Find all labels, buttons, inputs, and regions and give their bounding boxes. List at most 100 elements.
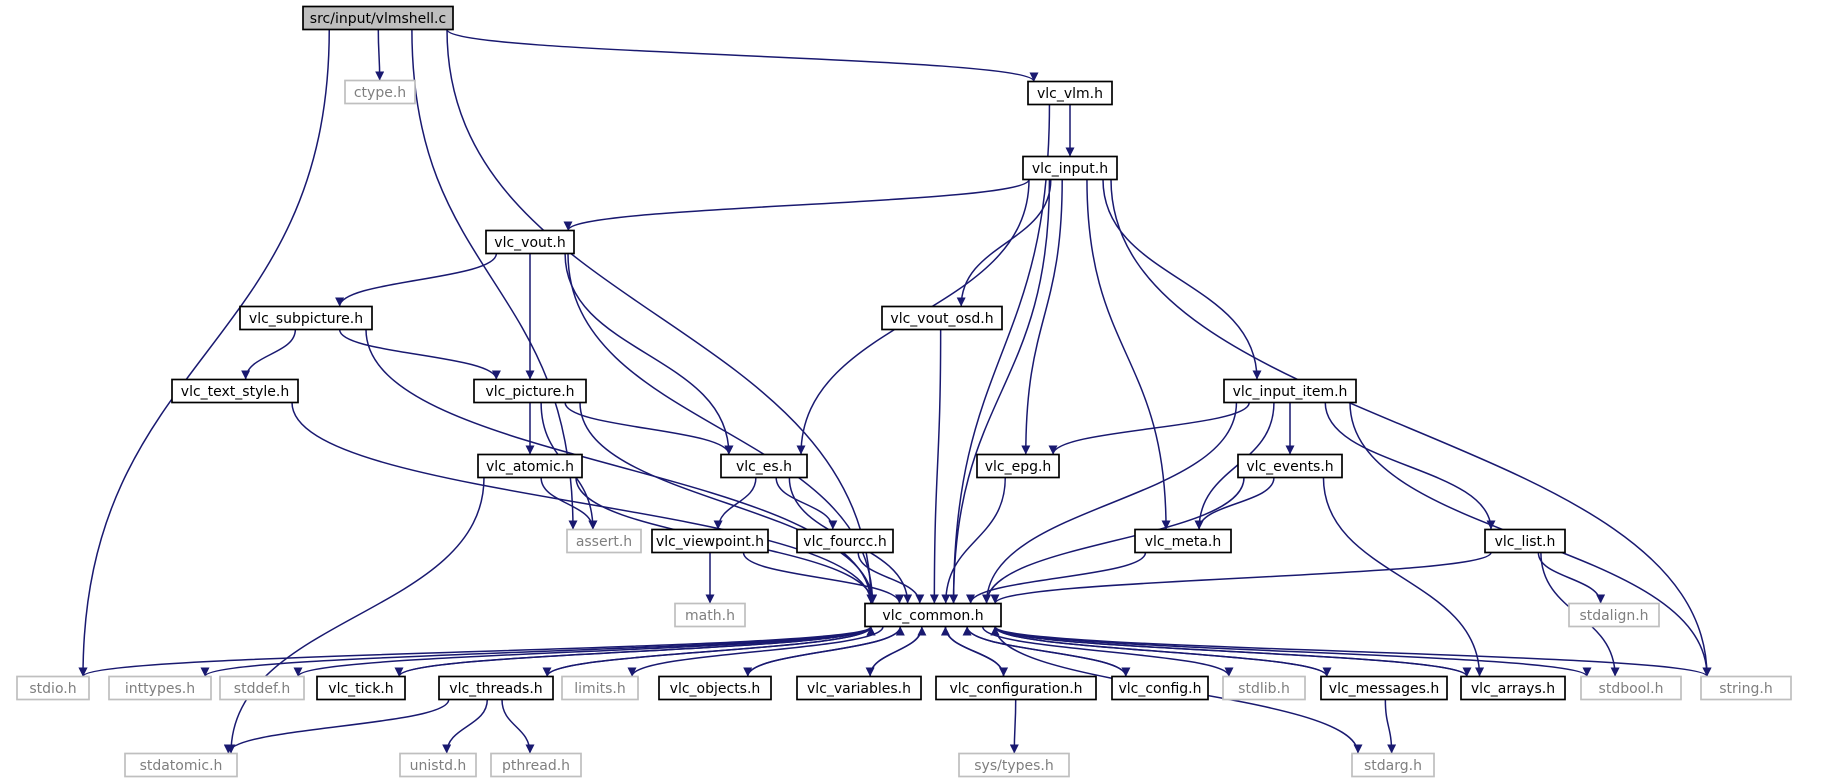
edge-vlc_common-to-stdbool	[994, 625, 1592, 678]
node-vlc_configuration[interactable]: vlc_configuration.h	[935, 675, 1097, 701]
node-box-vlc_epg[interactable]	[976, 453, 1060, 479]
node-label-stdatomic: stdatomic.h	[140, 758, 223, 774]
node-vlc_epg[interactable]: vlc_epg.h	[976, 453, 1060, 479]
node-vlc_common[interactable]: vlc_common.h	[864, 602, 1002, 628]
node-box-vlc_list[interactable]	[1484, 528, 1566, 554]
node-label-vlc_atomic: vlc_atomic.h	[486, 459, 574, 475]
edge-vlc_atomic-to-stdatomic	[226, 477, 485, 754]
node-vlc_vlm[interactable]: vlc_vlm.h	[1027, 80, 1113, 106]
node-stdatomic: stdatomic.h	[124, 752, 238, 778]
node-label-vlc_picture: vlc_picture.h	[485, 384, 574, 400]
node-box-vlc_atomic[interactable]	[477, 453, 583, 479]
edge-vlc_subpicture-to-vlc_picture	[338, 329, 501, 380]
node-vlc_subpicture[interactable]: vlc_subpicture.h	[239, 305, 373, 331]
node-box-vlc_common[interactable]	[864, 602, 1002, 628]
node-vlc_arrays[interactable]: vlc_arrays.h	[1460, 675, 1566, 701]
node-vlmshell[interactable]: src/input/vlmshell.c	[302, 5, 454, 31]
node-vlc_variables[interactable]: vlc_variables.h	[796, 675, 922, 701]
node-box-vlc_vout[interactable]	[485, 229, 575, 255]
edge-vlc_common-to-stdio	[78, 625, 872, 678]
node-box-sys_types	[958, 752, 1070, 778]
node-vlc_objects[interactable]: vlc_objects.h	[658, 675, 772, 701]
node-box-vlc_fourcc[interactable]	[796, 528, 894, 554]
edge-vlc_list-to-stdalign	[1537, 552, 1606, 604]
node-box-vlc_objects[interactable]	[658, 675, 772, 701]
node-vlc_config[interactable]: vlc_config.h	[1111, 675, 1209, 701]
node-vlc_viewpoint[interactable]: vlc_viewpoint.h	[651, 528, 769, 554]
edge-vlc_subpicture-to-vlc_text_style	[241, 329, 297, 380]
node-vlc_threads[interactable]: vlc_threads.h	[438, 675, 554, 701]
edge-vlc_vlm-to-vlc_common	[949, 104, 1051, 604]
node-box-vlc_arrays[interactable]	[1460, 675, 1566, 701]
node-label-vlc_text_style: vlc_text_style.h	[181, 384, 289, 400]
node-box-vlc_tick[interactable]	[316, 675, 406, 701]
node-assert: assert.h	[566, 528, 642, 554]
edge-vlc_es-to-vlc_fourcc	[775, 477, 838, 530]
node-vlc_events[interactable]: vlc_events.h	[1237, 453, 1343, 479]
edge-vlmshell-to-stdio	[78, 29, 330, 677]
node-box-stdlib	[1222, 675, 1306, 701]
node-pthread: pthread.h	[490, 752, 582, 778]
edge-vlc_es-to-vlc_viewpoint	[713, 477, 757, 530]
node-box-vlc_picture[interactable]	[473, 378, 587, 404]
node-box-vlc_events[interactable]	[1237, 453, 1343, 479]
edge-vlc_arrays-to-vlc_common	[990, 625, 1468, 678]
node-sys_types: sys/types.h	[958, 752, 1070, 778]
node-box-vlc_vout_osd[interactable]	[881, 305, 1003, 331]
node-label-stdio: stdio.h	[29, 681, 76, 697]
edge-vlc_common-to-stddef	[293, 625, 872, 678]
node-label-stdalign: stdalign.h	[1579, 608, 1648, 624]
edge-vlc_messages-to-vlc_common	[990, 626, 1328, 677]
edges-layer	[78, 28, 1712, 754]
node-stdio: stdio.h	[16, 675, 90, 701]
node-box-vlc_input_item[interactable]	[1223, 378, 1357, 404]
node-box-vlc_es[interactable]	[720, 453, 808, 479]
node-label-vlc_list: vlc_list.h	[1495, 534, 1556, 550]
node-label-stdbool: stdbool.h	[1599, 681, 1664, 697]
node-label-vlc_configuration: vlc_configuration.h	[949, 681, 1082, 697]
node-label-vlc_epg: vlc_epg.h	[985, 459, 1052, 475]
node-box-vlc_variables[interactable]	[796, 675, 922, 701]
node-vlc_input[interactable]: vlc_input.h	[1022, 155, 1118, 181]
node-box-vlc_viewpoint[interactable]	[651, 528, 769, 554]
edge-vlc_threads-to-stdatomic	[223, 699, 450, 754]
edge-vlc_input_item-to-vlc_epg	[1048, 402, 1250, 455]
node-vlc_tick[interactable]: vlc_tick.h	[316, 675, 406, 701]
node-label-stdlib: stdlib.h	[1238, 681, 1290, 697]
node-label-unistd: unistd.h	[410, 758, 467, 774]
node-vlc_atomic[interactable]: vlc_atomic.h	[477, 453, 583, 479]
node-label-vlc_threads: vlc_threads.h	[449, 681, 542, 697]
node-box-vlc_text_style[interactable]	[171, 378, 299, 404]
node-vlc_es[interactable]: vlc_es.h	[720, 453, 808, 479]
node-vlc_fourcc[interactable]: vlc_fourcc.h	[796, 528, 894, 554]
node-vlc_meta[interactable]: vlc_meta.h	[1134, 528, 1232, 554]
node-box-vlc_meta[interactable]	[1134, 528, 1232, 554]
edge-vlc_viewpoint-to-vlc_common	[742, 552, 904, 604]
edge-vlc_input_item-to-vlc_common	[982, 402, 1238, 604]
edge-vlc_picture-to-vlc_common	[579, 402, 878, 604]
node-box-vlc_vlm[interactable]	[1027, 80, 1113, 106]
edge-vlc_configuration-to-vlc_common	[940, 626, 1005, 677]
node-box-vlc_subpicture[interactable]	[239, 305, 373, 331]
node-vlc_vout[interactable]: vlc_vout.h	[485, 229, 575, 255]
node-vlc_input_item[interactable]: vlc_input_item.h	[1223, 378, 1357, 404]
edge-vlc_vout-to-vlc_subpicture	[335, 253, 498, 307]
node-vlc_messages[interactable]: vlc_messages.h	[1320, 675, 1448, 701]
node-box-vlc_configuration[interactable]	[935, 675, 1097, 701]
node-label-stdarg: stdarg.h	[1364, 758, 1422, 774]
node-vlc_vout_osd[interactable]: vlc_vout_osd.h	[881, 305, 1003, 331]
node-box-stdatomic	[124, 752, 238, 778]
edge-vlc_events-to-vlc_meta	[1194, 477, 1275, 530]
node-box-vlc_config[interactable]	[1111, 675, 1209, 701]
edge-vlc_events-to-vlc_arrays	[1322, 477, 1485, 677]
node-box-vlmshell[interactable]	[302, 5, 454, 31]
node-vlc_picture[interactable]: vlc_picture.h	[473, 378, 587, 404]
node-box-vlc_input[interactable]	[1022, 155, 1118, 181]
node-box-vlc_messages[interactable]	[1320, 675, 1448, 701]
node-box-vlc_threads[interactable]	[438, 675, 554, 701]
node-vlc_text_style[interactable]: vlc_text_style.h	[171, 378, 299, 404]
node-vlc_list[interactable]: vlc_list.h	[1484, 528, 1566, 554]
edge-vlc_threads-to-unistd	[442, 699, 489, 754]
